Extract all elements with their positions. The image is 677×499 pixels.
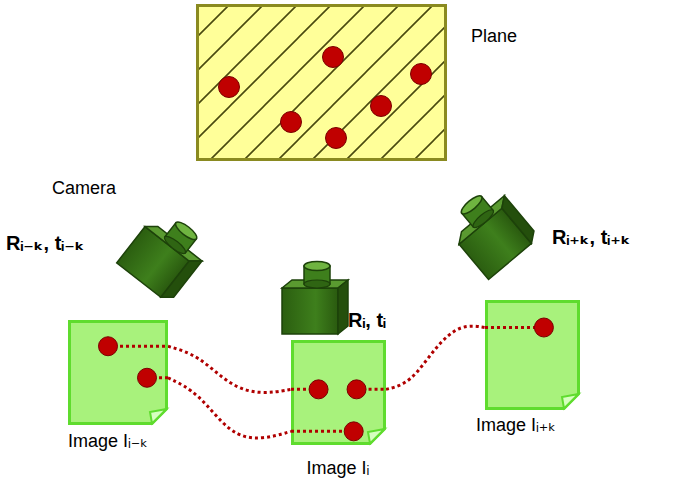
plane-shape: [196, 4, 447, 161]
sheet-shape: [485, 300, 580, 410]
feature-point: [344, 422, 363, 441]
sheet-fold: [368, 429, 385, 444]
scene-point: [326, 128, 347, 149]
plane-region: Plane: [196, 4, 447, 161]
feature-point: [534, 318, 553, 337]
sheet-fold: [150, 409, 167, 424]
pose-label: Rᵢ₋ₖ, tᵢ₋ₖ: [6, 232, 84, 255]
feature-point: [99, 337, 118, 356]
camera-right: [442, 181, 539, 279]
camera-left: [117, 206, 214, 304]
camera-middle: [282, 262, 348, 335]
sheet-fold: [562, 394, 579, 409]
plane-fill: [198, 6, 446, 160]
feature-track: [386, 326, 485, 389]
image-sheet: Image Iᵢ: [291, 340, 386, 445]
sheet-outline: [293, 342, 385, 444]
camera-label: Camera: [52, 178, 116, 199]
image-sheet: Image Iᵢ₋ₖ: [68, 320, 168, 425]
region-label: Plane: [471, 26, 517, 47]
feature-point: [309, 380, 328, 399]
image-label: Image Iᵢ: [307, 458, 370, 479]
scene-point: [371, 96, 392, 117]
scene-point: [411, 64, 432, 85]
feature-track: [168, 346, 291, 392]
sheet-shape: [291, 340, 386, 445]
image-label: Image Iᵢ₋ₖ: [68, 431, 148, 452]
sheet-shape: [68, 320, 168, 425]
plane-hatching: [198, 6, 446, 160]
pose-label: Rᵢ, tᵢ: [348, 309, 386, 332]
image-label: Image Iᵢ₊ₖ: [476, 415, 556, 436]
scene-point: [281, 112, 302, 133]
feature-point: [138, 368, 157, 387]
feature-track: [168, 378, 291, 438]
sheet-outline: [70, 322, 167, 424]
image-sheet: Image Iᵢ₊ₖ: [485, 300, 580, 410]
pose-label: Rᵢ₊ₖ, tᵢ₊ₖ: [552, 226, 630, 249]
scene-point: [323, 47, 344, 68]
scene-point: [219, 77, 240, 98]
feature-point: [347, 380, 366, 399]
sheet-outline: [487, 302, 579, 409]
